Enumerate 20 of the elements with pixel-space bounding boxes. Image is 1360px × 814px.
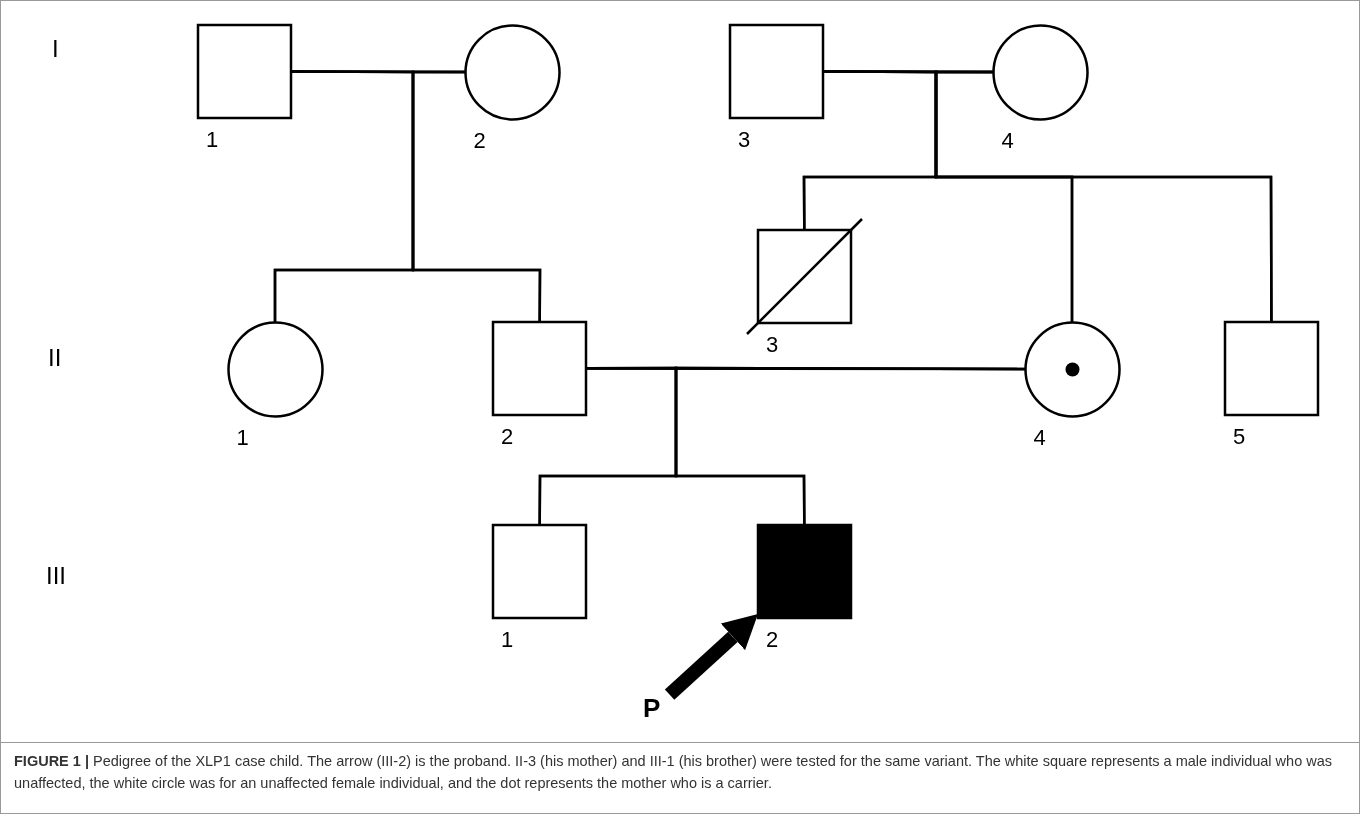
individual-number: 3 [766,333,779,357]
individual-number: 2 [473,128,486,153]
generation-label: III [46,563,66,589]
individual-number: 4 [1033,425,1046,450]
individual-number: 2 [501,425,514,449]
individual-number: 2 [766,628,779,652]
individual-number: 3 [738,128,751,152]
individual-number: 1 [236,425,249,450]
individual-number: 1 [206,128,219,152]
generation-label: II [48,345,62,371]
individual-number: 4 [1001,128,1014,153]
generation-label: I [52,36,59,62]
figure-caption: FIGURE 1 | Pedigree of the XLP1 case child. The arrow (III-2) is the proband. II-3 (his mother) and III-1 (his brother) were tested for the same variant. The white square represents a male individual who was unaffected, the white circle was for an unaffected female individual, and the dot represents the mother who is a carrier. [14,752,1333,793]
descent-line [674,366,1025,525]
individual-number: 5 [1233,425,1246,449]
proband-label: P [643,694,661,722]
individual-number: 1 [501,628,514,652]
proband-arrow [664,613,758,700]
descent-line [411,70,542,322]
descent-line [934,70,1273,322]
